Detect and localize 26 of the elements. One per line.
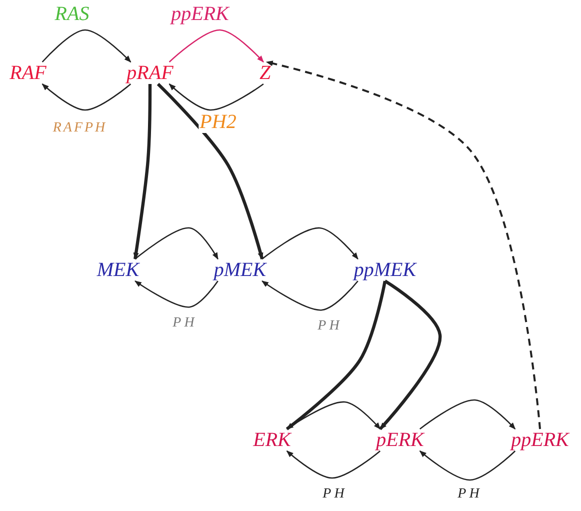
arrow: [134, 280, 218, 308]
protein-label: pMEK: [212, 259, 268, 281]
arrow: [286, 401, 381, 430]
arrow: [262, 227, 358, 260]
arrow: [42, 29, 132, 62]
protein-label: pERK: [374, 429, 426, 451]
protein-label: ppMEK: [352, 259, 418, 281]
protein-label: Z: [257, 62, 273, 84]
arrow: [156, 82, 264, 260]
protein-label: ERK: [251, 429, 293, 451]
protein-label: pRAF: [124, 62, 176, 84]
arrow: [262, 280, 358, 311]
arrow: [134, 227, 218, 260]
arrow: [168, 29, 264, 63]
protein-label: RAF: [8, 62, 48, 84]
arrow: [168, 83, 264, 111]
arrow: [419, 450, 516, 481]
arrow: [266, 60, 541, 430]
arrow: [378, 280, 442, 430]
arrow: [133, 84, 152, 260]
arrow: [420, 399, 516, 430]
arrow: [286, 450, 381, 479]
arrow: [42, 84, 132, 111]
protein-label: MEK: [94, 259, 142, 281]
arrow: [286, 280, 387, 430]
protein-label: ppERK: [509, 429, 571, 451]
